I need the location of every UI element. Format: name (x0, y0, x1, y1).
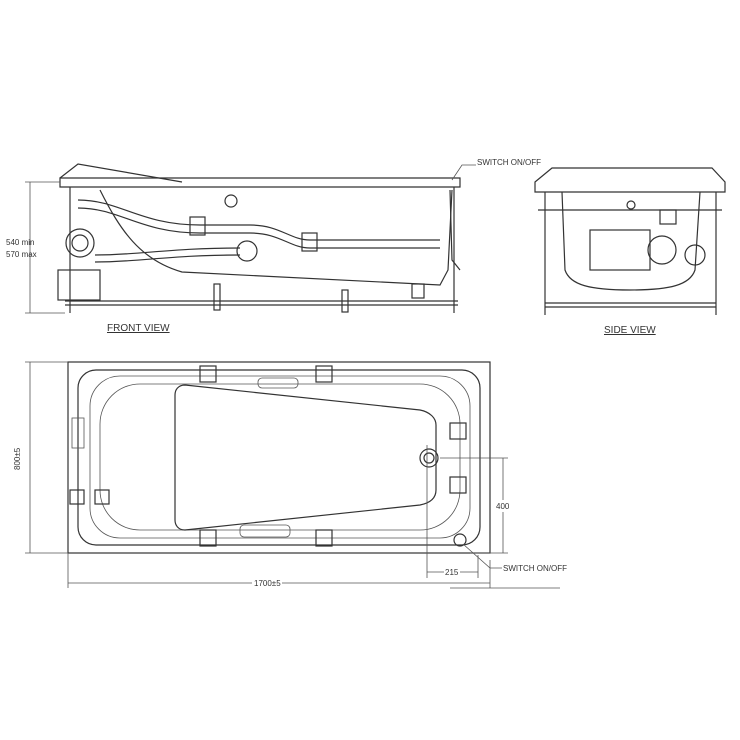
leg (213, 283, 349, 313)
length-dimension: 1700±5 (254, 579, 281, 588)
front-view-label: FRONT VIEW (107, 323, 170, 334)
pipe-bracket (69, 365, 467, 547)
switch-label-front: SWITCH ON/OFF (477, 158, 541, 167)
side-view: SIDE VIEW (534, 167, 726, 336)
dim-215-label: 215 (445, 568, 459, 577)
switch-label-top: SWITCH ON/OFF (503, 564, 567, 573)
height-min-label: 540 min (6, 238, 34, 247)
width-dimension: 800±5 (13, 447, 22, 470)
height-max-label: 570 max (6, 250, 37, 259)
front-view: 540 min 570 max FRONT VIEW SWITCH ON/OFF (6, 158, 541, 334)
top-view: 800±5 1700±5 400 215 SWITCH ON/OFF (13, 361, 567, 589)
dim-400-label: 400 (496, 502, 510, 511)
side-view-label: SIDE VIEW (604, 325, 656, 336)
